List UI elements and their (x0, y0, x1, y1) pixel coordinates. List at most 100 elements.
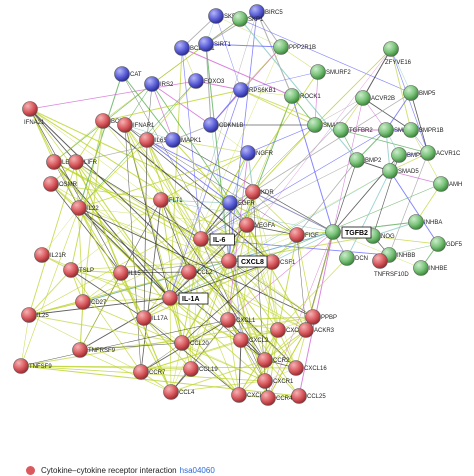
node-ball-cxcl16[interactable] (288, 360, 304, 376)
node-ball-cxcl2[interactable] (233, 332, 249, 348)
node-il6st[interactable]: IL6ST (139, 132, 172, 148)
node-ball-gdf5[interactable] (430, 236, 446, 252)
node-cxcl2[interactable]: CXCL2 (233, 332, 270, 348)
node-ball-skp1[interactable] (232, 11, 248, 27)
node-cdkn1b[interactable]: CDKN1B (203, 117, 244, 133)
node-ball-il21r[interactable] (34, 247, 50, 263)
node-ball-cxcl1[interactable] (220, 312, 236, 328)
node-csf1[interactable]: CSF1 (264, 254, 297, 270)
node-cxcl1[interactable]: CXCL1 (220, 312, 257, 328)
node-ball-vegfa[interactable] (239, 217, 255, 233)
node-ball-il22[interactable] (71, 200, 87, 216)
node-ball-ackr3[interactable] (298, 322, 314, 338)
node-rock1[interactable]: ROCK1 (284, 88, 322, 104)
node-ball-cxcr2[interactable] (270, 322, 286, 338)
node-ball-cxcr1[interactable] (257, 373, 273, 389)
node-figf[interactable]: FIGF (289, 227, 319, 243)
node-ball-zfyve16[interactable] (383, 41, 399, 57)
node-ball-inhbe[interactable] (413, 260, 429, 276)
node-ball-rps6kb1[interactable] (233, 82, 249, 98)
node-ball-ifna21[interactable] (22, 101, 38, 117)
node-ball-ccl4[interactable] (163, 384, 179, 400)
node-ball-irs2[interactable] (144, 76, 160, 92)
node-skp1[interactable]: SKP1 (232, 11, 265, 27)
node-ball-il-1a[interactable] (162, 290, 178, 306)
node-irs2[interactable]: IRS2 (144, 76, 175, 92)
node-ball-tnfsf9[interactable] (13, 358, 29, 374)
node-ball-il15[interactable] (113, 265, 129, 281)
node-ball-flt1[interactable] (153, 192, 169, 208)
node-gdf5[interactable]: GDF5 (430, 236, 463, 252)
node-rps6kb1[interactable]: RPS6KB1 (233, 82, 277, 98)
node-ball-smad6[interactable] (378, 122, 394, 138)
node-ball-il17a[interactable] (136, 310, 152, 326)
node-ball-bcl6[interactable] (95, 113, 111, 129)
node-ball-ifnar1[interactable] (117, 117, 133, 133)
node-il21r[interactable]: IL21R (34, 247, 67, 263)
node-flt1[interactable]: FLT1 (153, 192, 184, 208)
node-ball-tnfrsf9[interactable] (72, 342, 88, 358)
node-ppbp[interactable]: PPBP (305, 309, 338, 325)
node-vegfa[interactable]: VEGFA (239, 217, 276, 233)
node-ball-cxcl5[interactable] (231, 387, 247, 403)
node-bmpr1b[interactable]: BMPR1B (403, 122, 444, 138)
node-ball-acvr2b[interactable] (355, 90, 371, 106)
node-ball-il6st[interactable] (139, 132, 155, 148)
node-ccl2[interactable]: CCL2 (181, 264, 214, 280)
node-egfr[interactable]: EGFR (222, 195, 256, 211)
node-tgfb2[interactable] (325, 224, 341, 240)
node-ball-smurf2[interactable] (310, 64, 326, 80)
node-ball-ccl25[interactable] (291, 388, 307, 404)
node-ball-cdkn1b[interactable] (203, 117, 219, 133)
node-ball-kdr[interactable] (245, 184, 261, 200)
node-smad5[interactable]: SMAD5 (382, 163, 420, 179)
node-ball-mapk1[interactable] (165, 132, 181, 148)
node-ppp2r1b[interactable]: PPP2R1B (273, 39, 317, 55)
node-tnfsf9[interactable]: TNFSF9 (13, 358, 53, 374)
node-ccl4[interactable]: CCL4 (163, 384, 196, 400)
node-smurf2[interactable]: SMURF2 (310, 64, 352, 80)
node-ball-foxo3[interactable] (188, 73, 204, 89)
node-tnfrsf9[interactable]: TNFRSF9 (72, 342, 116, 358)
node-ccr7[interactable]: CCR7 (133, 364, 166, 380)
node-ball-skp2[interactable] (208, 8, 224, 24)
node-ball-cxcl8[interactable] (221, 253, 237, 269)
node-ball-cat[interactable] (114, 66, 130, 82)
node-il25[interactable]: IL25 (21, 307, 50, 323)
node-cxcl8[interactable] (221, 253, 237, 269)
node-birc5[interactable]: BIRC5 (249, 4, 284, 20)
node-inhba[interactable]: INHBA (408, 214, 443, 230)
node-ifnar1[interactable]: IFNAR1 (117, 117, 156, 133)
node-acvr1c[interactable]: ACVR1C (420, 145, 462, 161)
node-ball-tslp[interactable] (63, 262, 79, 278)
node-ball-smad5[interactable] (382, 163, 398, 179)
node-ball-ngfr[interactable] (240, 145, 256, 161)
node-ball-tnfrsf10d[interactable] (372, 253, 388, 269)
node-ball-il-6[interactable] (193, 231, 209, 247)
node-ball-ppp2r1b[interactable] (273, 39, 289, 55)
node-ball-egfr[interactable] (222, 195, 238, 211)
node-ball-ccr2[interactable] (257, 352, 273, 368)
node-ball-lifr[interactable] (68, 154, 84, 170)
node-ccl19[interactable]: CCL19 (183, 361, 219, 377)
node-ball-figf[interactable] (289, 227, 305, 243)
node-ccr2[interactable]: CCR2 (257, 352, 290, 368)
node-amh[interactable]: AMH (433, 176, 463, 192)
node-cxcr2[interactable]: CXCR2 (270, 322, 308, 338)
node-sirt1[interactable]: SIRT1 (198, 36, 232, 52)
node-ccl20[interactable]: CCL20 (174, 335, 210, 351)
node-ccr4[interactable]: CCR4 (260, 390, 293, 406)
node-cd27[interactable]: CD27 (75, 294, 108, 310)
node-ball-ppbp[interactable] (305, 309, 321, 325)
node-ball-ccl2[interactable] (181, 264, 197, 280)
node-cxcl16[interactable]: CXCL16 (288, 360, 328, 376)
node-ball-bmpr1b[interactable] (403, 122, 419, 138)
node-cxcl5[interactable]: CXCL5 (231, 387, 268, 403)
node-skp2[interactable]: SKP2 (208, 8, 241, 24)
node-ball-smad2[interactable] (307, 117, 323, 133)
node-il17a[interactable]: IL17A (136, 310, 168, 326)
node-ball-dcn[interactable] (339, 250, 355, 266)
node-ball-bmp2[interactable] (349, 152, 365, 168)
node-ball-osmr[interactable] (43, 176, 59, 192)
node-ball-ccr4[interactable] (260, 390, 276, 406)
